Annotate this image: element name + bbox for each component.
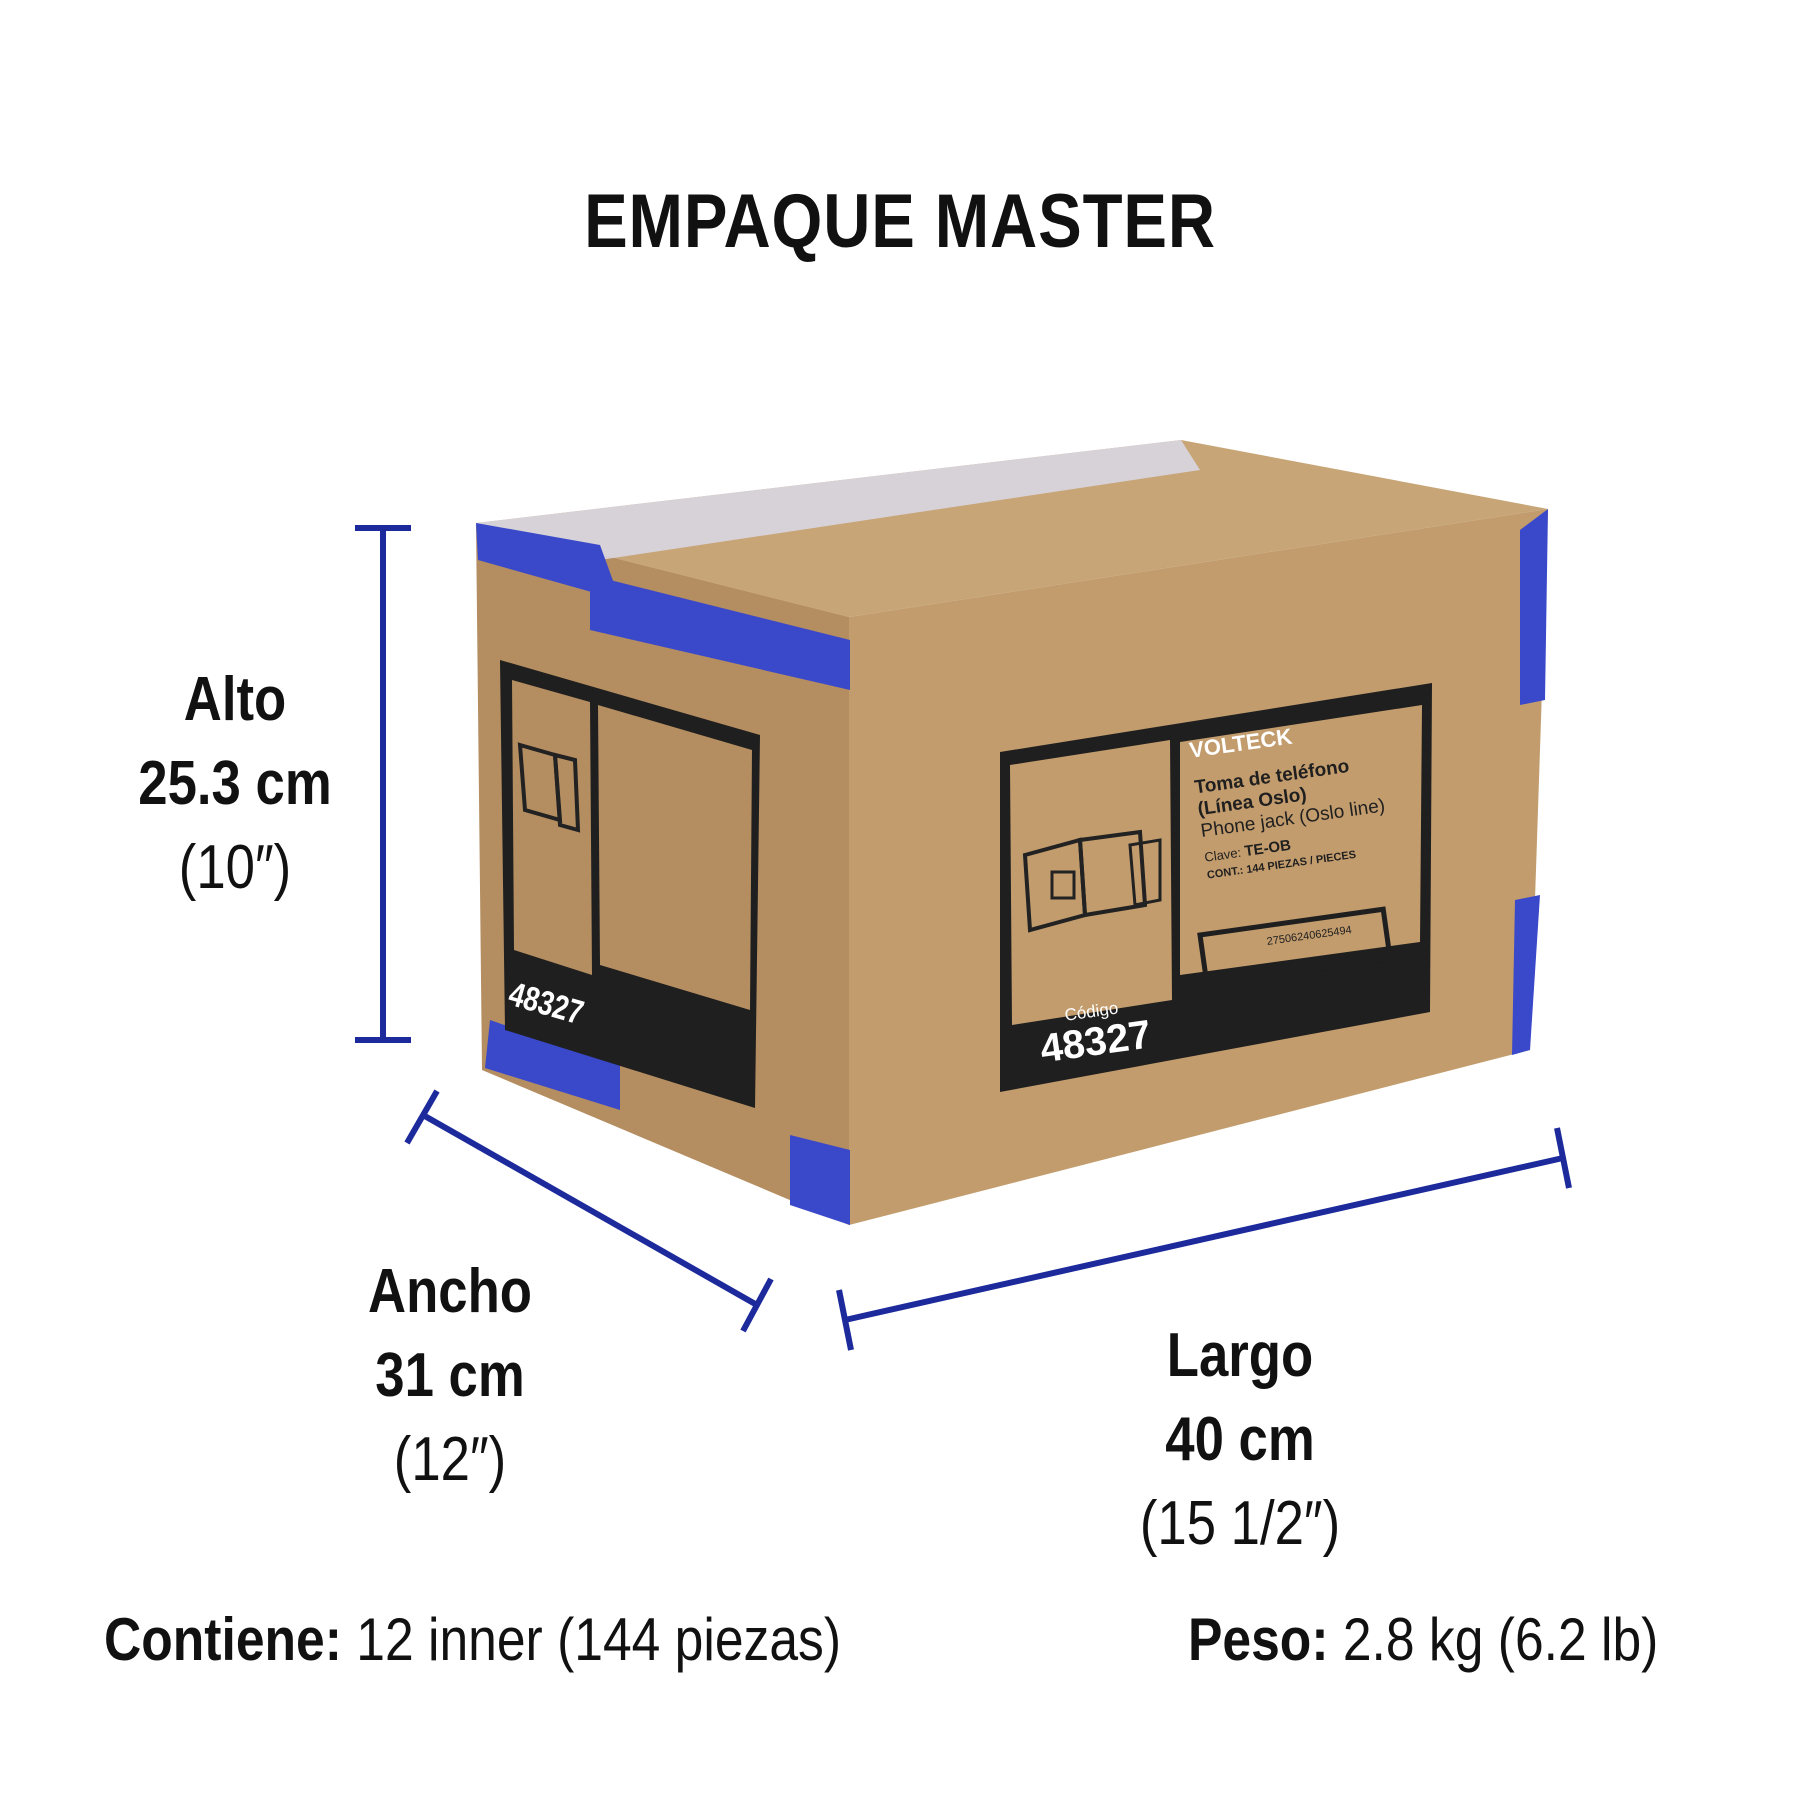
alto-metric: 25.3 cm [138,749,332,818]
ancho-label: Ancho [368,1257,532,1326]
tape-edge-right-bottom [1512,895,1540,1055]
dimension-largo-text: Largo 40 cm (15 1/2″) [1104,1314,1376,1566]
side-label [500,660,760,1108]
tape-edge-left [590,575,850,690]
clave-label: Clave: [1203,844,1243,865]
page-title: EMPAQUE MASTER [584,179,1216,264]
tape-top-blue [476,523,620,600]
largo-imperial: (15 1/2″) [1139,1489,1341,1558]
contiene-value: 12 inner (144 piezas) [356,1606,842,1673]
alto-imperial: (10″) [178,833,292,902]
ancho-imperial: (12″) [393,1425,507,1494]
tape-edge-bottom-corner [790,1135,850,1225]
contiene-label: Contiene: [104,1606,342,1673]
dimension-largo-line [836,1127,1572,1351]
largo-label: Largo [1166,1321,1314,1390]
largo-metric: 40 cm [1165,1405,1315,1474]
contents-info: Contiene: 12 inner (144 piezas) [104,1605,841,1674]
tape-edge-right [1520,509,1548,705]
peso-value: 2.8 kg (6.2 lb) [1342,1606,1659,1673]
dimension-alto-line [355,525,411,1043]
dimension-ancho-text: Ancho 31 cm (12″) [348,1250,552,1502]
dimension-ancho-line [404,1089,774,1333]
clave-value: TE-OB [1243,836,1292,861]
box-top-face [476,440,1548,617]
front-label-text: VOLTECK Toma de teléfono (Línea Oslo) Ph… [1188,707,1456,955]
alto-label: Alto [183,665,287,734]
tape-top [476,440,1200,580]
peso-label: Peso: [1188,1606,1329,1673]
barcode [1197,906,1394,993]
phone-jack-icon [1022,829,1162,933]
dimension-alto-text: Alto 25.3 cm (10″) [133,658,337,910]
side-phone-jack-icon [517,742,581,833]
front-label [1000,683,1432,1092]
tape-edge-bottom-left [485,1020,620,1110]
ancho-metric: 31 cm [375,1341,525,1410]
weight-info: Peso: 2.8 kg (6.2 lb) [1188,1605,1658,1674]
